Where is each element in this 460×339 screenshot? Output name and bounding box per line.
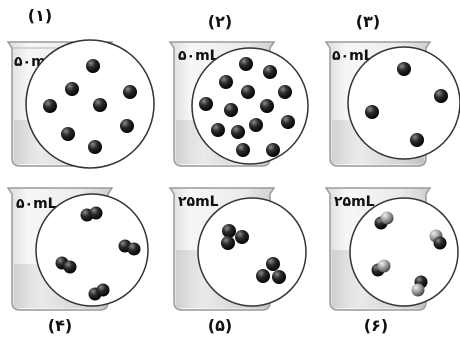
diatomic-molecule bbox=[55, 256, 77, 274]
atom bbox=[260, 99, 274, 113]
atom bbox=[410, 133, 424, 147]
magnified-circle bbox=[35, 193, 149, 307]
volume-label: ۵۰mL bbox=[332, 48, 373, 64]
panel-6: ۲۵mL bbox=[324, 187, 459, 311]
panel-4: ۵۰mL bbox=[6, 187, 149, 311]
atom bbox=[281, 115, 295, 129]
panel-5: ۲۵mL bbox=[168, 187, 307, 311]
panel-2: ۵۰mL bbox=[168, 41, 309, 167]
panel-3-number: (۳) bbox=[355, 12, 381, 31]
panel-3: ۵۰mL bbox=[324, 41, 460, 167]
molecules bbox=[55, 206, 141, 301]
atom bbox=[211, 123, 225, 137]
atom bbox=[224, 103, 238, 117]
panel-1-number: (۱) bbox=[27, 6, 53, 25]
atom bbox=[43, 99, 57, 113]
atom bbox=[365, 105, 379, 119]
diatomic-molecule bbox=[88, 283, 110, 301]
molecules bbox=[365, 62, 448, 147]
atom bbox=[249, 118, 263, 132]
diatomic-molecule bbox=[118, 239, 141, 256]
panel-2-number: (۲) bbox=[207, 12, 233, 31]
panel-5-number: (۵) bbox=[207, 316, 233, 335]
atom bbox=[397, 62, 411, 76]
triatomic-molecule bbox=[256, 257, 286, 284]
diatomic-molecule bbox=[429, 229, 447, 250]
magnified-circle bbox=[347, 46, 460, 160]
atom bbox=[231, 125, 245, 139]
atom bbox=[86, 59, 100, 73]
magnified-circle bbox=[25, 39, 155, 169]
molecules bbox=[43, 59, 137, 154]
diatomic-molecule bbox=[411, 275, 428, 297]
atom bbox=[266, 143, 280, 157]
molecules bbox=[221, 224, 286, 284]
atom bbox=[236, 143, 250, 157]
volume-label: ۲۵mL bbox=[334, 194, 375, 210]
atom bbox=[65, 82, 79, 96]
atom bbox=[93, 98, 107, 112]
atom bbox=[123, 85, 137, 99]
atom bbox=[219, 75, 233, 89]
panel-1: ۵۰mL bbox=[6, 39, 155, 169]
atom bbox=[241, 85, 255, 99]
volume-label: ۲۵mL bbox=[178, 194, 219, 210]
diatomic-molecule bbox=[80, 206, 103, 222]
diatomic-molecule bbox=[371, 259, 391, 277]
atom bbox=[199, 97, 213, 111]
molecules bbox=[371, 211, 447, 297]
atom bbox=[61, 127, 75, 141]
panel-4-number: (۴) bbox=[47, 316, 73, 335]
volume-label: ۵۰mL bbox=[16, 196, 57, 212]
magnified-circle bbox=[197, 197, 307, 307]
atom bbox=[88, 140, 102, 154]
atom bbox=[120, 119, 134, 133]
atom bbox=[434, 89, 448, 103]
diatomic-molecule bbox=[374, 211, 394, 230]
molecules bbox=[199, 57, 295, 157]
magnified-circle bbox=[349, 197, 459, 307]
panel-6-number: (۶) bbox=[363, 316, 389, 335]
atom bbox=[263, 65, 277, 79]
triatomic-molecule bbox=[221, 224, 249, 250]
atom bbox=[278, 85, 292, 99]
atom bbox=[239, 57, 253, 71]
volume-label: ۵۰mL bbox=[178, 48, 219, 64]
